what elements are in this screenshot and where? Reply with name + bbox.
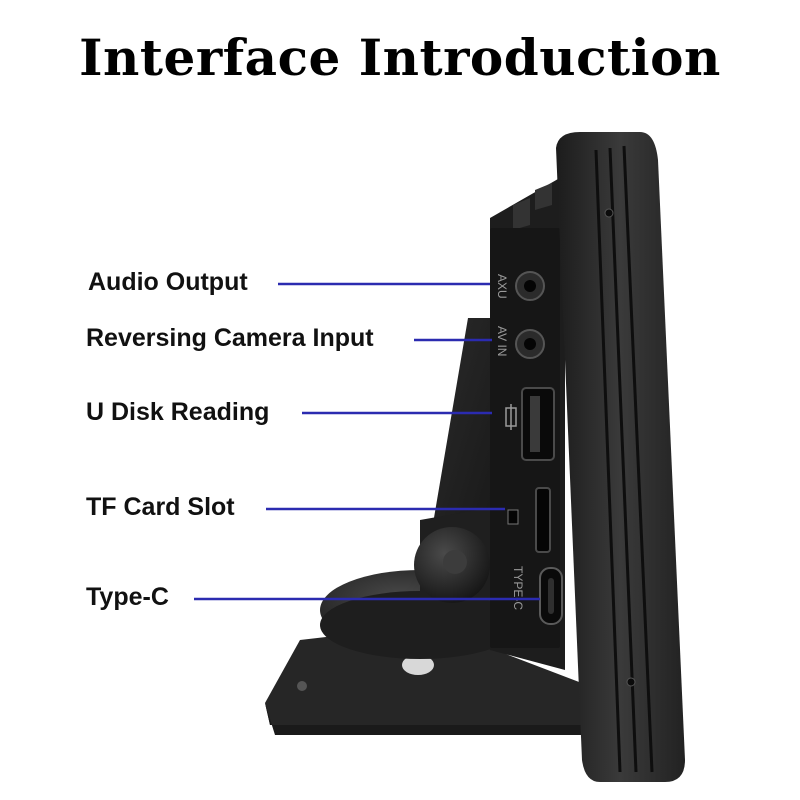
port-marking-type-c: TYPE-C: [511, 566, 525, 610]
type-c-port: [539, 567, 563, 625]
camera-input-port: [515, 329, 545, 359]
label-tf-card-slot: TF Card Slot: [86, 493, 235, 521]
label-reversing-camera-input: Reversing Camera Input: [86, 324, 374, 352]
mount-base: [265, 570, 600, 735]
audio-output-port: [515, 271, 545, 301]
label-type-c: Type-C: [86, 583, 169, 611]
mount-arm: [414, 318, 505, 603]
usb-symbol-icon: [505, 404, 517, 430]
suction-button: [402, 655, 434, 675]
tf-card-slot: [535, 487, 551, 553]
tf-card-icon: [507, 509, 519, 525]
label-u-disk-reading: U Disk Reading: [86, 398, 270, 426]
page-title: Interface Introduction: [79, 28, 721, 87]
usb-port: [521, 387, 555, 461]
port-marking-aux: AXU: [495, 274, 509, 299]
label-audio-output: Audio Output: [88, 268, 248, 296]
screen-frame: [556, 132, 685, 782]
leader-lines: [194, 282, 540, 601]
port-marking-av-in: AV IN: [495, 326, 509, 356]
